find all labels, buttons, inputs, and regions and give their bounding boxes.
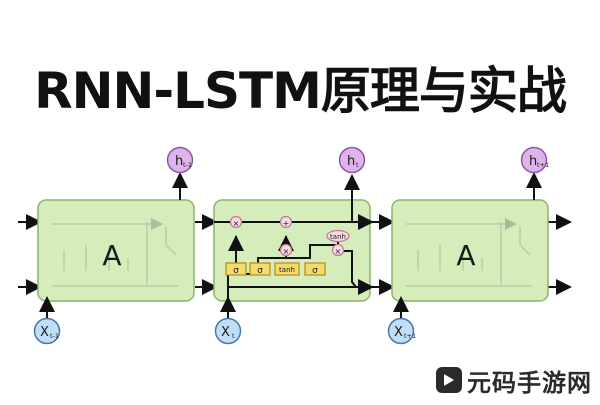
gate-tanh: tanh [274, 262, 300, 276]
input-left-main: X [40, 325, 49, 340]
svg-text:h: h [347, 154, 355, 169]
output-right-main: h [529, 154, 537, 169]
output-left-main: h [175, 154, 183, 169]
input-left-sub: t-1 [50, 332, 59, 340]
operator-multiply-output: × [331, 243, 345, 257]
input-middle-sub: t [232, 332, 235, 340]
svg-text:t+1: t+1 [404, 332, 416, 340]
output-left-sub: t-1 [183, 161, 192, 169]
output-right-sub: t+1 [537, 161, 549, 169]
input-right-main: X [394, 325, 403, 340]
page-title: RNN-LSTM原理与实战 [34, 62, 567, 120]
gate-sigma-3: σ [304, 262, 326, 276]
operator-tanh: tanh [326, 229, 350, 243]
watermark: 元码手游网 [435, 363, 592, 397]
faint-structure-right [406, 218, 532, 287]
output-node-middle: h t [338, 146, 366, 174]
gate-sigma-2-label: σ [257, 266, 263, 276]
operator-tanh-label: tanh [330, 233, 346, 241]
svg-text:X: X [221, 325, 230, 340]
operator-multiply-input-label: × [283, 247, 290, 256]
svg-text:t: t [356, 161, 359, 169]
watermark-text: 元码手游网 [467, 368, 592, 397]
operator-add: + [279, 215, 293, 229]
operator-multiply-forget-label: × [233, 219, 240, 228]
input-right-sub: t+1 [404, 332, 416, 340]
gate-sigma-3-label: σ [312, 266, 318, 276]
svg-text:t-1: t-1 [183, 161, 192, 169]
operator-multiply-input: × [279, 243, 293, 257]
watermark-logo-icon [436, 367, 462, 393]
svg-text:h: h [175, 154, 183, 169]
output-node-right: h t+1 [520, 146, 549, 174]
operator-multiply-output-label: × [335, 247, 342, 256]
svg-text:t+1: t+1 [537, 161, 549, 169]
cell-label-left: A [102, 239, 121, 272]
input-node-middle: X t [214, 317, 242, 345]
svg-text:t-1: t-1 [50, 332, 59, 340]
output-node-left: h t-1 [166, 146, 194, 174]
operator-multiply-forget: × [229, 215, 243, 229]
input-node-right: X t+1 [387, 317, 416, 345]
input-node-left: X t-1 [33, 317, 61, 345]
output-middle-sub: t [356, 161, 359, 169]
svg-text:h: h [529, 154, 537, 169]
input-middle-main: X [221, 325, 230, 340]
svg-text:t: t [232, 332, 235, 340]
svg-text:X: X [394, 325, 403, 340]
gate-sigma-2: σ [249, 262, 271, 276]
operator-add-label: + [283, 219, 290, 228]
gate-sigma-1: σ [225, 262, 247, 276]
svg-text:X: X [40, 325, 49, 340]
faint-structure-left [52, 218, 178, 287]
gate-tanh-label: tanh [279, 266, 295, 274]
cell-label-right: A [456, 239, 475, 272]
gate-sigma-1-label: σ [233, 266, 239, 276]
output-middle-main: h [347, 154, 355, 169]
